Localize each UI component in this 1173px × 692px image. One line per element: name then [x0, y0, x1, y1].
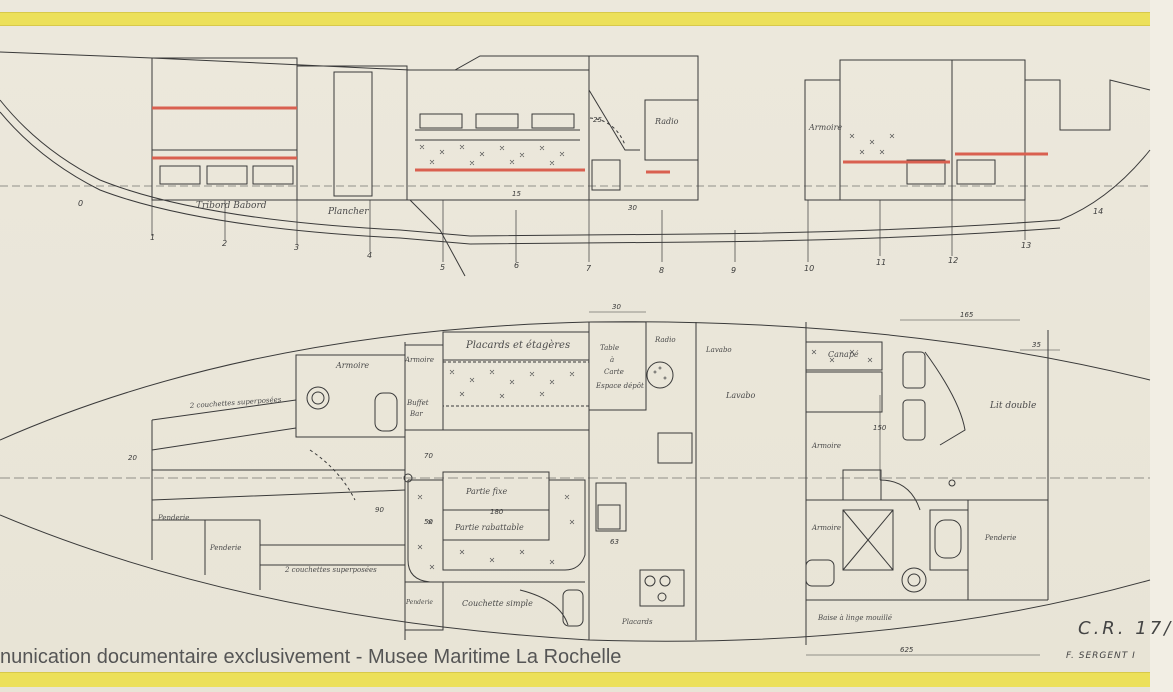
label-plancher: Plancher [327, 207, 369, 217]
label-armoire-profile: Armoire [808, 123, 842, 132]
label-partie-rabattable: Partie rabattable [454, 523, 524, 532]
dim-625: 625 [900, 646, 914, 654]
label-lit-double: Lit double [989, 401, 1036, 411]
dim-25-profile: 25 [593, 116, 602, 124]
label-partie-fixe: Partie fixe [465, 487, 508, 496]
drawing-reference: C.R. 17/ [1078, 618, 1173, 639]
dim-20: 20 [128, 454, 137, 462]
label-tribord-babord: Tribord Babord [196, 201, 267, 211]
drawing-author: F. SERGENT I [1066, 651, 1136, 661]
label-couchette-simple: Couchette simple [462, 599, 533, 608]
station-number: 7 [586, 264, 592, 273]
dim-70: 70 [424, 452, 433, 460]
dim-150: 150 [873, 424, 887, 432]
label-armoire-3: Armoire [811, 442, 841, 450]
station-number: 2 [222, 239, 227, 248]
label-placards-etageres: Placards et étagères [465, 340, 570, 351]
label-radio-profile: Radio [654, 117, 679, 126]
label-armoire-2: Armoire [404, 356, 434, 364]
label-buffet: Buffet [406, 399, 429, 407]
label-armoire-1: Armoire [335, 361, 369, 370]
profile-view [0, 51, 1151, 277]
station-number: 8 [659, 266, 664, 275]
label-table: Table [600, 344, 619, 352]
label-radio-plan: Radio [654, 336, 676, 344]
label-placards: Placards [621, 618, 653, 626]
tape-strip-bottom [0, 672, 1150, 687]
dim-165: 165 [960, 311, 974, 319]
watermark-text: nunication documentaire exclusivement - … [0, 646, 622, 668]
dim-15-profile: 15 [512, 190, 521, 198]
label-a: à [610, 356, 614, 364]
station-number: 11 [876, 258, 886, 267]
label-armoire-4: Armoire [811, 524, 841, 532]
station-number: 0 [78, 199, 83, 208]
tape-strip-top [0, 12, 1150, 26]
dim-180: 180 [490, 508, 504, 516]
label-baise-linge: Baise à linge mouillé [817, 614, 892, 622]
station-number: 5 [440, 263, 445, 272]
label-couchettes-1: 2 couchettes superposées [189, 396, 282, 410]
label-canape: Canapé [828, 350, 859, 359]
label-carte: Carte [604, 368, 624, 376]
label-penderie-3: Penderie [405, 599, 433, 606]
dim-30-top: 30 [612, 303, 621, 311]
station-number: 12 [948, 256, 958, 265]
dim-35: 35 [1032, 341, 1041, 349]
label-lavabo-2: Lavabo [725, 391, 755, 400]
station-number: 6 [514, 261, 519, 270]
station-number: 10 [804, 264, 814, 273]
label-bar: Bar [409, 410, 423, 418]
station-number: 1 [150, 233, 155, 242]
label-penderie-1: Penderie [157, 514, 189, 522]
plan-view [0, 117, 1151, 656]
label-lavabo-1: Lavabo [705, 346, 732, 354]
dim-63: 63 [610, 538, 619, 546]
station-number: 14 [1093, 207, 1103, 216]
label-penderie-4: Penderie [984, 534, 1016, 542]
dim-30-profile: 30 [628, 204, 637, 212]
label-couchettes-2: 2 couchettes superposées [284, 566, 377, 574]
label-espace-depot: Espace dépôt [595, 382, 644, 390]
station-number: 4 [367, 251, 372, 260]
dim-50: 50 [424, 518, 433, 526]
station-number: 3 [294, 243, 299, 252]
dim-90: 90 [375, 506, 384, 514]
station-number: 9 [731, 266, 736, 275]
label-penderie-2: Penderie [209, 544, 241, 552]
station-number: 13 [1021, 241, 1031, 250]
